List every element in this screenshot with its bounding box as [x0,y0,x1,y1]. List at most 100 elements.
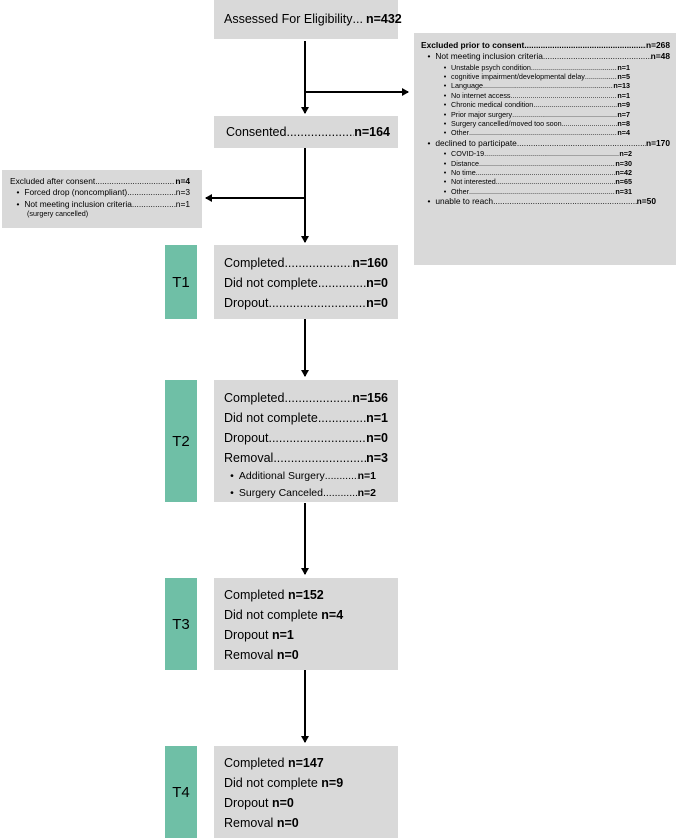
excluded-prior-box: Excluded prior to consentn=268 • Not mee… [414,33,676,265]
stage-row: Completed n=160 [224,253,388,273]
assessed-value: n=432 [365,12,402,26]
not-meeting-after-label: Not meeting inclusion criteria [24,198,132,209]
stage-tag-t1: T1 [165,245,197,319]
declined-item-value: n=31 [615,186,632,196]
declined-item-label: No time [451,167,476,177]
stage-row-label: Did not complete [224,776,318,790]
stage-row-value: n=160 [352,256,388,270]
stage-row: Dropout n=1 [224,625,388,645]
stage-row-label: Did not complete [224,411,318,425]
not-meeting-after-value: n=1 [175,198,190,209]
stage-row-label: Removal [224,816,274,830]
not-meeting-item-value: n=4 [617,128,630,138]
stage-row-value: n=1 [366,411,388,425]
declined-item-value: n=30 [615,158,632,168]
excluded-prior-value: n=268 [646,40,670,50]
consented-label: Consented [226,125,287,139]
removal-item-value: n=1 [357,470,376,482]
not-meeting-item-value: n=1 [617,90,630,100]
not-meeting-item-value: n=8 [617,119,630,129]
declined-item-label: COVID-19 [451,149,485,159]
excluded-after-box: Excluded after consentn=4 • Forced drop … [2,170,202,228]
removal-item-value: n=2 [357,487,376,499]
stage-row-value: n=0 [271,796,294,810]
excluded-prior-label: Excluded prior to consent [421,40,525,50]
stage-row: Did not complete n=4 [224,605,388,625]
stage-row-value: n=1 [271,628,294,642]
not-meeting-item: • Chronic medical conditionn=9 [441,100,630,109]
stage-row-label: Completed [224,756,285,770]
stage-row-label: Dropout [224,296,269,310]
stage-row: Completed n=152 [224,585,388,605]
removal-item-label: Additional Surgery [238,470,325,482]
stage-row-label: Dropout [224,796,269,810]
stage-row: Did not complete n=9 [224,773,388,793]
declined-item-label: Distance [451,158,479,168]
not-meeting-item-value: n=7 [617,109,630,119]
stage-row-value: n=0 [366,431,388,445]
declined-item: • Not interestedn=65 [441,177,632,186]
stage-row-label: Completed [224,588,285,602]
stage-row-label: Removal [224,648,274,662]
stage-row-label: Removal [224,451,274,465]
stage-tag-t2: T2 [165,380,197,502]
stage-tag-t4: T4 [165,746,197,838]
stage-row-label: Completed [224,256,285,270]
declined-item: • Distancen=30 [441,159,632,168]
unable-value: n=50 [636,196,656,207]
stage-row: Removal n=0 [224,813,388,833]
removal-item-label: Surgery Canceled [238,487,323,499]
declined-item-label: Not interested [451,177,496,187]
declined-value: n=170 [646,137,670,148]
not-meeting-item-label: Other [451,128,469,138]
stage-row: Did not complete n=1 [224,408,388,428]
excluded-after-label: Excluded after consent [10,176,96,186]
declined-item: • No timen=42 [441,168,632,177]
assessed-label: Assessed For Eligibility [224,12,353,26]
forced-drop-label: Forced drop (noncompliant) [24,187,128,198]
declined-item-value: n=2 [619,149,632,159]
not-meeting-item: • Unstable psych conditionn=1 [441,63,630,72]
stage-row-label: Dropout [224,628,269,642]
not-meeting-item-label: Prior major surgery [451,109,513,119]
stage-row: Dropout n=0 [224,293,388,313]
not-meeting-list: • Unstable psych conditionn=1• cognitive… [421,63,670,138]
declined-item-label: Other [451,186,469,196]
stage-row: Removal n=0 [224,645,388,665]
declined-item-value: n=42 [615,167,632,177]
stage-row-value: n=4 [321,608,344,622]
not-meeting-item-label: Chronic medical condition [451,100,534,110]
stage-row-value: n=152 [287,588,324,602]
stage-row-value: n=156 [352,391,388,405]
stage-row-value: n=0 [276,816,299,830]
not-meeting-item-label: No internet access [451,90,511,100]
not-meeting-label: Not meeting inclusion criteria [435,51,543,62]
not-meeting-item-value: n=13 [613,81,630,91]
stage-row-label: Did not complete [224,276,318,290]
excluded-after-value: n=4 [175,176,190,186]
stage-row-value: n=0 [366,296,388,310]
removal-sublist: • Additional Surgeryn=1• Surgery Cancele… [224,468,388,502]
not-meeting-item-value: n=5 [617,72,630,81]
removal-item: • Surgery Canceledn=2 [228,485,376,502]
not-meeting-item: • cognitive impairment/developmental del… [441,72,630,81]
not-meeting-item: • Surgery cancelled/moved too soonn=8 [441,119,630,128]
removal-item: • Additional Surgeryn=1 [228,468,376,485]
not-meeting-item-label: Surgery cancelled/moved too soon [451,119,562,129]
consented-value: n=164 [354,125,390,139]
stage-row: Dropout n=0 [224,793,388,813]
declined-label: declined to participate [435,137,517,148]
stage-row-value: n=0 [276,648,299,662]
stage-row-label: Did not complete [224,608,318,622]
stage-row-value: n=9 [321,776,344,790]
not-meeting-item: • Languagen=13 [441,81,630,90]
not-meeting-item-value: n=1 [617,62,630,72]
